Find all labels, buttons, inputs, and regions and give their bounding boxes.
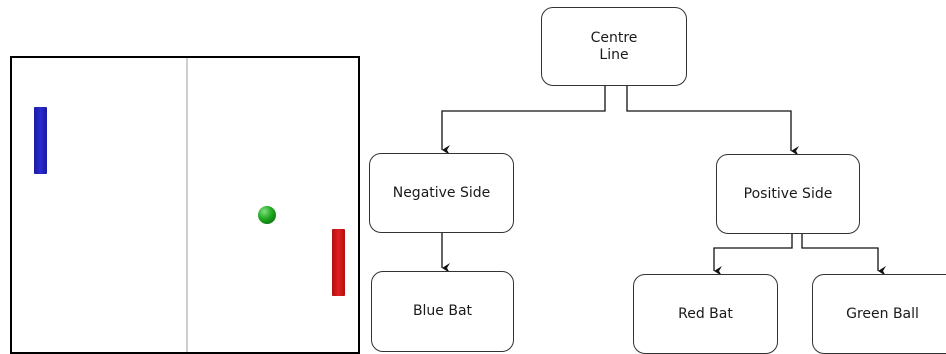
connector-positive-to-green-ball — [801, 234, 886, 276]
connector-positive-to-red-bat — [713, 234, 793, 276]
node-positive-side: Positive Side — [716, 154, 860, 234]
node-centre-line: Centre Line — [541, 7, 687, 86]
node-blue-bat: Blue Bat — [371, 271, 514, 352]
blue-bat — [34, 107, 47, 174]
node-negative-side: Negative Side — [369, 153, 514, 233]
connector-centre-to-negative — [441, 86, 606, 155]
centre-line — [186, 58, 188, 352]
node-red-bat: Red Bat — [633, 274, 778, 354]
connector-centre-to-positive — [626, 86, 799, 156]
node-green-ball: Green Ball — [812, 274, 946, 354]
game-court — [10, 56, 360, 354]
green-ball — [258, 206, 276, 224]
red-bat — [332, 229, 345, 296]
